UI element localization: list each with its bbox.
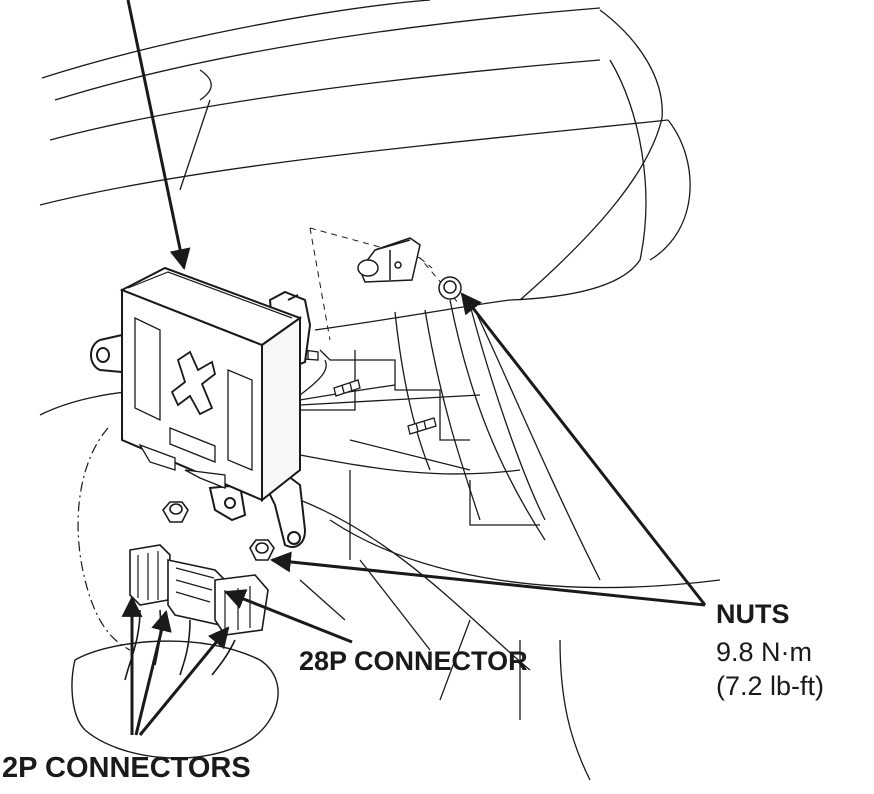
- leader-arrows: [121, 0, 707, 736]
- wire-harness: [71, 640, 279, 759]
- connectors: [124, 544, 269, 681]
- 2p-connector-arrow-2: [134, 609, 172, 736]
- mounting-area-outline: [309, 227, 461, 341]
- upper-nut: [438, 276, 462, 300]
- unit-leader-arrow: [126, 0, 191, 271]
- 2p-connectors-label: 2P CONNECTORS: [2, 752, 251, 784]
- nuts-torque-nm: 9.8 N·m: [716, 637, 813, 667]
- connector-swing-arc: [77, 427, 131, 651]
- mounting-bracket: [357, 237, 421, 283]
- control-unit: [90, 266, 327, 548]
- nuts-label: NUTS: [716, 599, 790, 629]
- nuts-torque-lbft: (7.2 lb-ft): [716, 671, 825, 701]
- lower-nuts: [162, 501, 275, 561]
- 28p-connector-label: 28P CONNECTOR: [299, 646, 528, 676]
- 2p-connector-arrow-3: [138, 626, 230, 736]
- nuts-upper-arrow: [460, 292, 707, 606]
- 28p-connector-arrow: [224, 589, 353, 644]
- nuts-lower-arrow: [269, 551, 706, 607]
